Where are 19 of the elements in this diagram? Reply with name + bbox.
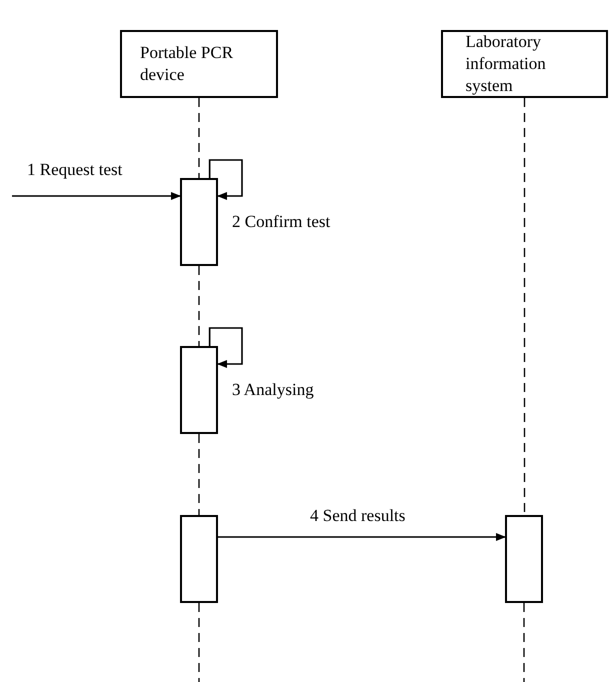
lifeline xyxy=(523,603,525,682)
lifeline xyxy=(524,98,526,515)
activation-bar xyxy=(505,515,543,603)
self-message-arrow xyxy=(208,159,243,200)
lifeline xyxy=(198,434,200,515)
message-arrow xyxy=(12,192,181,200)
message-arrow xyxy=(218,533,506,541)
lifeline-header-box xyxy=(441,30,608,98)
activation-bar xyxy=(180,515,218,603)
activation-bar xyxy=(180,178,218,266)
lifeline-title: Portable PCR device xyxy=(140,42,234,86)
lifeline xyxy=(198,603,200,682)
self-message-arrow xyxy=(208,327,243,368)
activation-bar xyxy=(180,346,218,434)
lifeline xyxy=(198,98,200,178)
lifeline xyxy=(198,266,200,346)
lifeline-header-box xyxy=(120,30,278,98)
lifeline-title: Laboratory information system xyxy=(466,31,547,97)
message-label: 3 Analysing xyxy=(230,380,316,400)
